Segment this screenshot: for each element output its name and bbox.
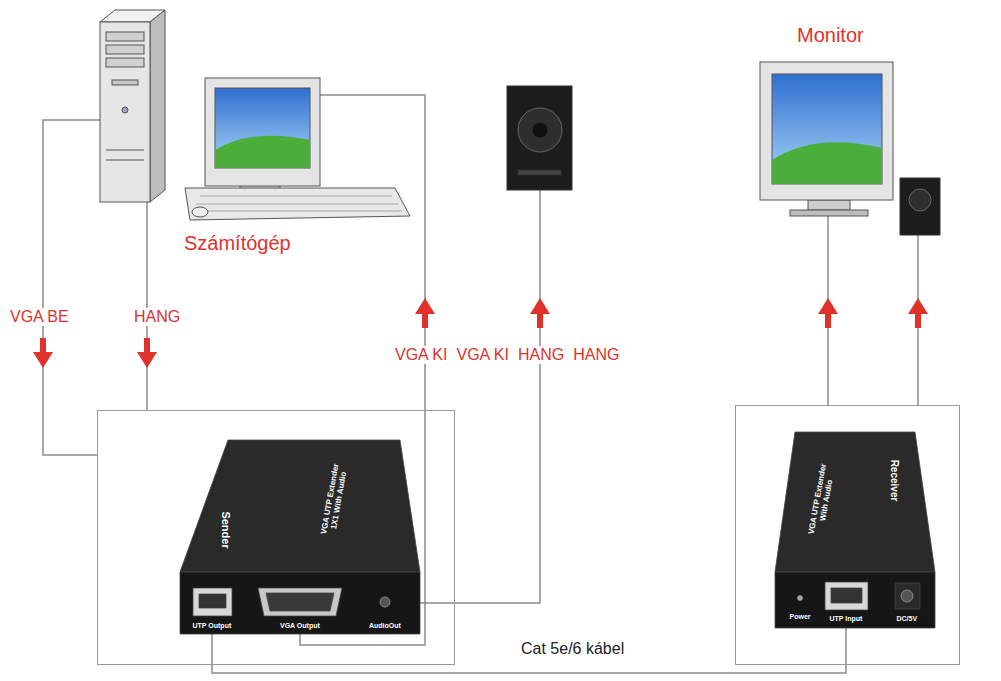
extender-device <box>736 406 961 666</box>
signal-label: VGA KI <box>393 346 449 364</box>
remote-monitor <box>760 62 893 200</box>
keyboard <box>200 196 392 197</box>
extender-device <box>98 411 456 666</box>
power-led <box>798 596 803 601</box>
device-print: UTP Input <box>830 615 863 623</box>
pc-monitor <box>205 78 320 193</box>
device-print: Power <box>790 613 811 621</box>
signal-arrow <box>137 338 157 368</box>
computer-tower <box>106 58 144 67</box>
computer-tower <box>150 10 165 202</box>
signal-arrow <box>33 298 928 368</box>
device-top <box>180 440 420 572</box>
signal-arrow <box>415 298 435 328</box>
wire <box>420 190 540 603</box>
computer-tower <box>106 32 144 41</box>
speaker <box>909 189 931 211</box>
signal-label: VGA KI <box>454 346 510 364</box>
keyboard <box>196 204 398 205</box>
device-print: Sender <box>219 511 231 548</box>
signal-label: Monitor <box>795 24 866 47</box>
wire <box>43 120 100 455</box>
device-print: AudioOut <box>369 622 401 630</box>
dc-jack <box>901 590 913 602</box>
speaker <box>900 178 940 235</box>
speaker <box>507 86 572 190</box>
keyboard <box>194 211 402 212</box>
keyboard <box>192 207 208 217</box>
wire <box>146 200 148 410</box>
extender-frame: SenderVGA UTP Extender 1X1 With AudioUTP… <box>97 410 455 665</box>
remote-monitor <box>760 62 893 216</box>
signal-arrow <box>818 298 838 328</box>
utp-cable <box>212 665 846 673</box>
signal-label: VGA BE <box>8 308 71 326</box>
keyboard <box>185 188 410 220</box>
signal-arrow <box>33 338 53 368</box>
signal-label: HANG <box>571 346 621 364</box>
device-print: UTP Output <box>193 622 232 630</box>
keyboard <box>185 188 410 220</box>
rj45-port <box>831 588 862 603</box>
computer-tower <box>106 160 144 161</box>
computer-tower <box>112 80 138 85</box>
vga-port <box>266 593 334 611</box>
computer-tower <box>100 10 165 202</box>
speaker <box>532 122 548 138</box>
device-print: VGA Output <box>280 622 320 630</box>
pc-monitor <box>205 78 320 186</box>
dc-jack <box>895 583 920 609</box>
audio-jack <box>380 597 390 607</box>
wire <box>211 634 213 665</box>
computer-tower <box>106 150 144 151</box>
rj45-port <box>193 588 232 616</box>
signal-arrow <box>530 298 550 328</box>
rj45-port <box>825 582 868 610</box>
signal-label: Számítógép <box>182 232 293 255</box>
remote-monitor <box>772 142 882 184</box>
rj45-port <box>199 594 226 608</box>
remote-monitor <box>772 74 882 184</box>
speaker <box>518 170 561 175</box>
speaker <box>507 86 572 190</box>
device-print: DC/5V <box>897 615 918 623</box>
computer-tower <box>122 107 128 113</box>
computer-tower <box>100 22 150 202</box>
speaker <box>900 178 940 235</box>
device-front <box>775 572 935 628</box>
speaker <box>518 108 562 152</box>
pc-monitor <box>215 136 310 168</box>
vga-port <box>258 588 342 616</box>
device-front <box>180 572 420 634</box>
signal-label: HANG <box>516 346 566 364</box>
extender-frame: ReceiverVGA UTP Extender With AudioPower… <box>735 405 960 665</box>
pc-monitor <box>215 88 310 168</box>
device-top <box>775 432 935 572</box>
signal-label: HANG <box>132 308 182 326</box>
device-print: Receiver <box>889 459 900 501</box>
cable-label: Cat 5e/6 kábel <box>518 640 627 658</box>
remote-monitor <box>790 210 868 216</box>
computer-tower <box>106 45 144 54</box>
signal-arrow <box>908 298 928 328</box>
remote-monitor <box>808 200 850 210</box>
wire <box>845 628 847 665</box>
